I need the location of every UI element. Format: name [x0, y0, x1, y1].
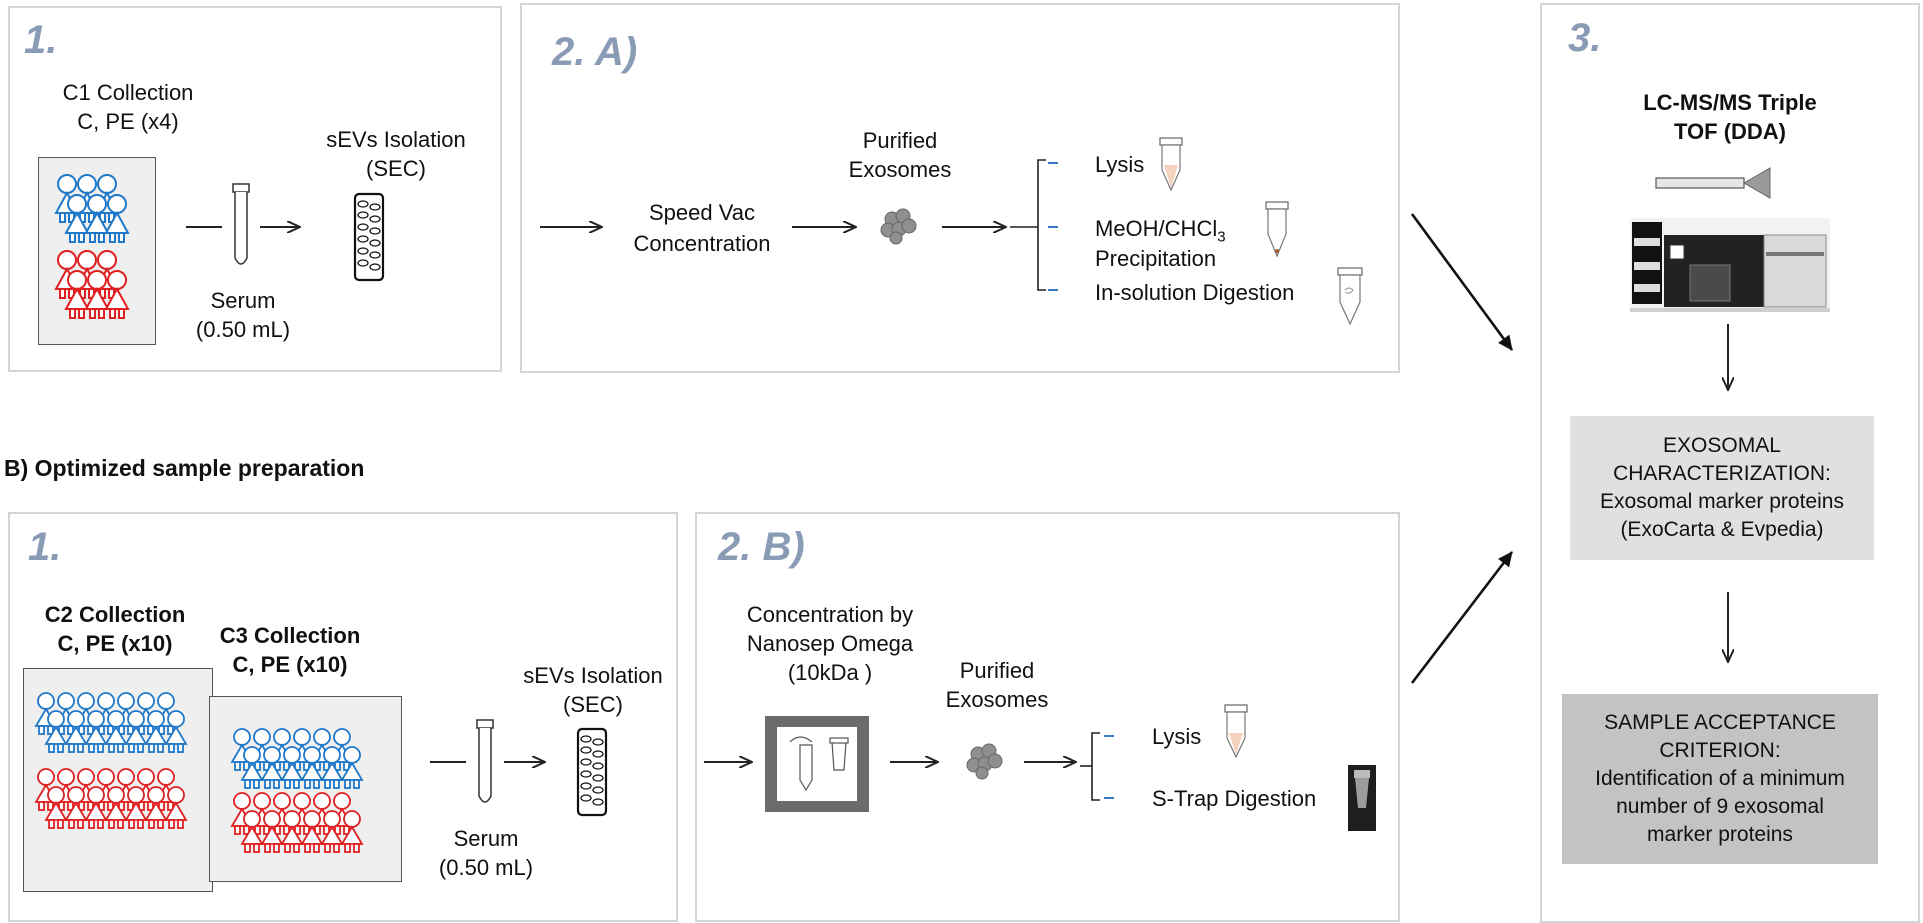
b1-isolation-line1: sEVs Isolation — [523, 663, 663, 688]
b2-conc-line2: Nanosep Omega — [746, 631, 914, 656]
c1-collection-sub: C, PE (x4) — [77, 109, 179, 134]
instrument-line2: TOF (DDA) — [1673, 119, 1787, 144]
acceptance-line3: Identification of a minimum — [1595, 767, 1845, 790]
test-tube-icon — [232, 183, 250, 265]
b2-flow — [704, 704, 1376, 831]
b2-conc-line3: (10kDa ) — [787, 660, 873, 685]
a2-option-meoh-subscript: 3 — [1217, 228, 1226, 246]
b1-isolation-line2: (SEC) — [563, 692, 623, 717]
characterization-line2: CHARACTERIZATION: — [1613, 462, 1831, 485]
a2-purified-line2: Exosomes — [848, 157, 952, 182]
eppendorf-tube-icon — [1224, 704, 1248, 759]
c2-collection-sub: C, PE (x10) — [57, 631, 173, 656]
section-b-title: B) Optimized sample preparation — [4, 455, 365, 481]
c2-people-box — [23, 668, 213, 892]
b1-flow — [430, 719, 608, 817]
acceptance-line4: number of 9 exosomal — [1616, 795, 1824, 818]
mass-spectrometer-icon — [1630, 167, 1830, 312]
s-trap-column-icon — [1348, 765, 1376, 831]
a2-option-insolution: In-solution Digestion — [1095, 280, 1295, 305]
b2-purified-line1: Purified — [959, 658, 1035, 683]
a2-flow — [540, 137, 1363, 326]
a2-bracket — [1010, 159, 1058, 291]
step-label-a2: 2. A) — [552, 30, 638, 74]
panel-a2 — [520, 3, 1400, 373]
a2-option-meoh: MeOH/CHCl3 — [1095, 214, 1226, 251]
instrument-line1: LC-MS/MS Triple — [1643, 90, 1817, 115]
b2-purified-line2: Exosomes — [945, 687, 1049, 712]
sec-column-icon — [576, 727, 608, 817]
b2-option-lysis: Lysis — [1152, 724, 1202, 749]
b2-bracket — [1080, 732, 1114, 801]
a2-speedvac-line1: Speed Vac — [648, 200, 755, 225]
a1-isolation-line2: (SEC) — [366, 156, 426, 181]
b2-conc-line1: Concentration by — [746, 602, 914, 627]
acceptance-line2: CRITERION: — [1659, 739, 1781, 762]
c1-people-box — [38, 157, 156, 345]
a2-option-precipitation: Precipitation — [1095, 246, 1217, 271]
c3-collection-title: C3 Collection — [219, 623, 361, 648]
arrow-b-to-3 — [1410, 551, 1514, 684]
acceptance-line1: SAMPLE ACCEPTANCE — [1604, 711, 1836, 734]
characterization-line3: Exosomal marker proteins — [1600, 490, 1844, 513]
a2-option-lysis: Lysis — [1095, 152, 1145, 177]
a2-speedvac-line2: Concentration — [633, 231, 771, 256]
a1-serum-line2: (0.50 mL) — [195, 317, 291, 342]
a1-isolation-line1: sEVs Isolation — [326, 127, 466, 152]
a2-option-meoh-text: MeOH/CHCl — [1095, 216, 1218, 241]
characterization-line1: EXOSOMAL — [1663, 434, 1781, 457]
characterization-line4: (ExoCarta & Evpedia) — [1620, 518, 1824, 541]
acceptance-line5: marker proteins — [1647, 823, 1793, 846]
a1-serum-line1: Serum — [210, 288, 276, 313]
step-label-a1: 1. — [24, 18, 58, 62]
b2-option-strap: S-Trap Digestion — [1152, 786, 1317, 811]
exosome-cluster-icon — [966, 743, 1003, 780]
arrow-a-to-3 — [1410, 213, 1514, 351]
c3-collection-sub: C, PE (x10) — [232, 652, 348, 677]
test-tube-icon — [476, 719, 494, 803]
sec-column-icon — [353, 192, 385, 282]
c3-people-box — [209, 696, 402, 882]
step-label-b1: 1. — [28, 525, 62, 569]
a2-purified-line1: Purified — [862, 128, 938, 153]
a1-flow — [186, 183, 385, 282]
eppendorf-tube-icon — [1159, 137, 1183, 192]
step-label-3: 3. — [1568, 16, 1602, 60]
characterization-box: EXOSOMAL CHARACTERIZATION: Exosomal mark… — [1570, 416, 1874, 560]
exosome-cluster-icon — [880, 208, 917, 245]
step-label-b2: 2. B) — [718, 525, 805, 569]
b1-serum-line1: Serum — [453, 826, 519, 851]
acceptance-box: SAMPLE ACCEPTANCE CRITERION: Identificat… — [1562, 694, 1878, 864]
b1-serum-line2: (0.50 mL) — [438, 855, 534, 880]
c2-collection-title: C2 Collection — [44, 602, 186, 627]
nanosep-device-icon — [765, 716, 869, 812]
eppendorf-tube-icon — [1265, 201, 1289, 258]
c1-collection-title: C1 Collection — [62, 80, 194, 105]
eppendorf-tube-icon — [1337, 267, 1363, 326]
